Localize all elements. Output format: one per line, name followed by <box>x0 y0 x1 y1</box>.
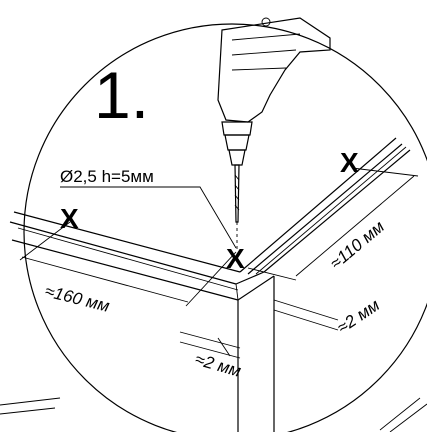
step-number: 1. <box>94 58 149 132</box>
corner-post <box>235 271 275 432</box>
drill-spec-label: Ø2,5 h=5мм <box>60 167 154 186</box>
board-outline-outside <box>0 397 427 432</box>
dimension-lines <box>19 167 419 359</box>
spec-leader-line <box>60 186 237 249</box>
left-panel <box>9 211 241 301</box>
drill-icon <box>217 17 331 252</box>
detail-circle <box>23 23 427 432</box>
dim-edge-right: ≈2 мм <box>334 295 384 337</box>
dim-left-offset: ≈160 мм <box>43 281 112 315</box>
right-panel <box>239 137 411 275</box>
mark-left: X <box>60 203 79 234</box>
mark-center: X <box>226 243 245 274</box>
dim-edge-bottom: ≈2 мм <box>193 350 244 381</box>
mark-right: X <box>340 147 359 178</box>
dim-right-offset: ≈110 мм <box>326 217 388 273</box>
